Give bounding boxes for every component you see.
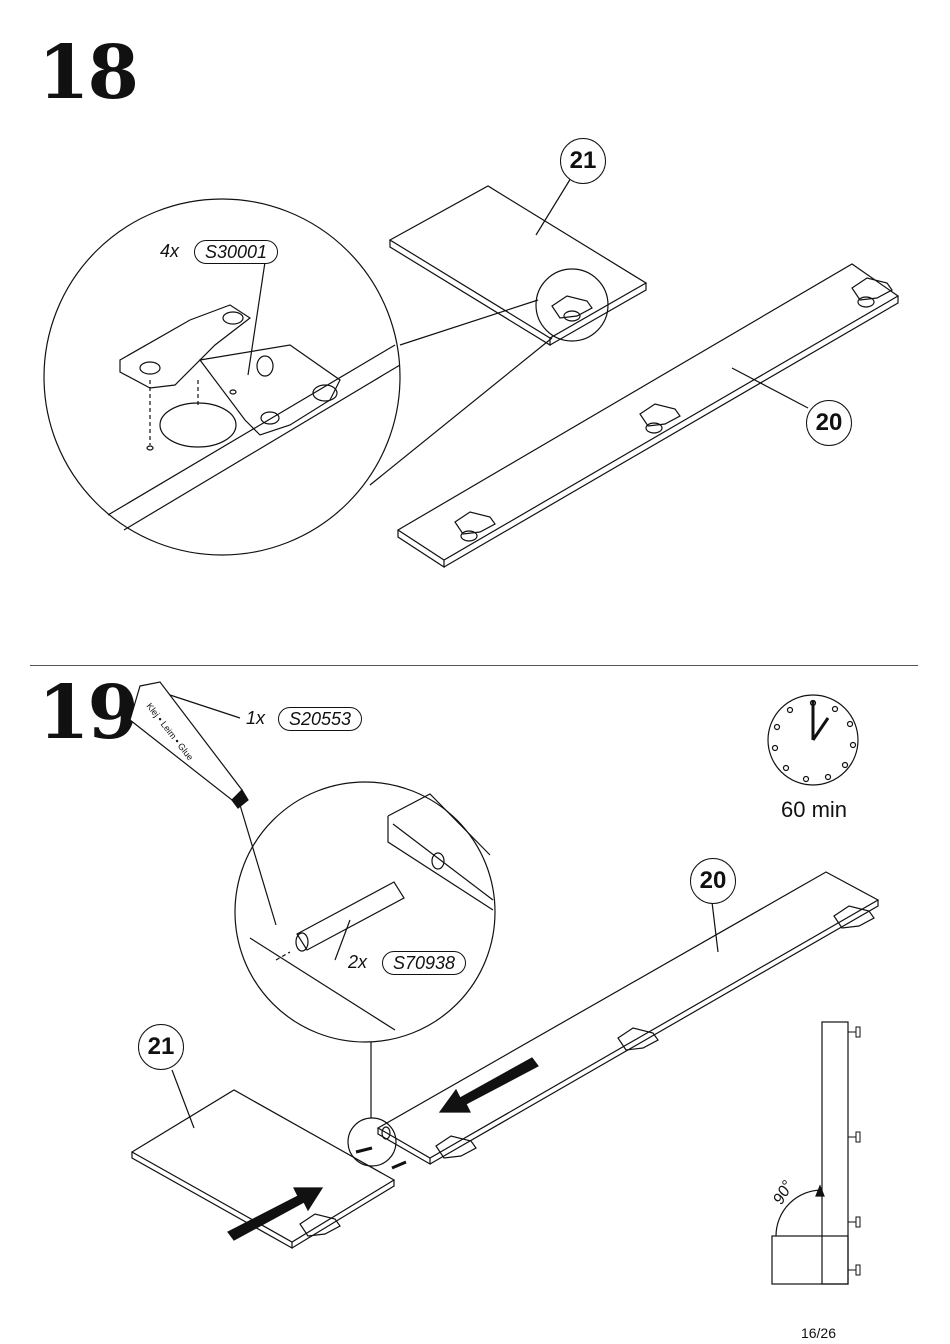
panel-21: [388, 159, 648, 347]
panel-20: [376, 871, 880, 1166]
hardware-code-label: S30001: [194, 240, 279, 264]
drying-time-label: 60 min: [781, 797, 848, 822]
panel-20: [396, 263, 900, 569]
step-number-18: 18: [38, 30, 139, 116]
push-arrow-left: [438, 1057, 539, 1113]
dowel-code-label: S70938: [382, 951, 467, 975]
glue-code-label: S20553: [278, 707, 363, 731]
hinge-detail: [119, 304, 341, 451]
dowel-detail-circle: [234, 781, 496, 1043]
step-number-19: 19: [38, 670, 139, 756]
part-callout-20: 20: [690, 858, 736, 904]
dowel-target-circle: [347, 1117, 397, 1167]
clock-icon: [767, 694, 859, 786]
push-arrow-right: [227, 1187, 324, 1241]
part-callout-21: 21: [138, 1024, 184, 1070]
section-divider: [30, 665, 918, 666]
detail-magnifier-circle: [43, 198, 401, 556]
panel-21: [130, 1069, 396, 1250]
dowel-icon: [295, 881, 405, 952]
hardware-quantity: 4x: [160, 241, 180, 261]
glue-quantity: 1x: [246, 708, 266, 728]
step-18-illustration: [43, 159, 900, 569]
part-callout-20: 20: [806, 400, 852, 446]
page-number: 16/26: [800, 1325, 836, 1341]
dowel-quantity: 2x: [348, 952, 368, 972]
side-view-diagram: [771, 1021, 861, 1285]
part-callout-21: 21: [560, 138, 606, 184]
